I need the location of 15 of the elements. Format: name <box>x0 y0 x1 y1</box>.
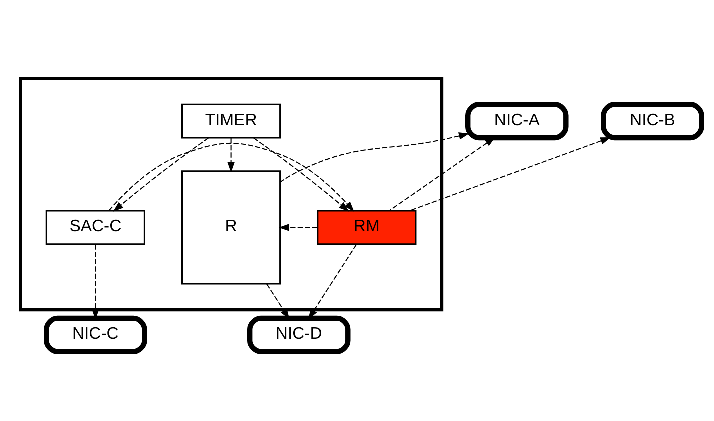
arrow <box>280 132 470 182</box>
arrow <box>113 137 210 212</box>
node-box: R <box>181 170 282 284</box>
arrow <box>228 138 235 172</box>
arrow <box>410 137 612 211</box>
node-box: SAC-C <box>46 210 146 245</box>
node-box: TIMER <box>181 103 282 138</box>
node-box: NIC-C <box>44 315 148 354</box>
arrow <box>108 142 354 212</box>
node-box: NIC-D <box>247 315 351 354</box>
node-box: NIC-A <box>465 101 569 140</box>
arrow <box>254 137 350 212</box>
node-box: NIC-B <box>601 101 704 140</box>
node-box: RM <box>317 210 417 245</box>
arrow <box>278 224 318 231</box>
